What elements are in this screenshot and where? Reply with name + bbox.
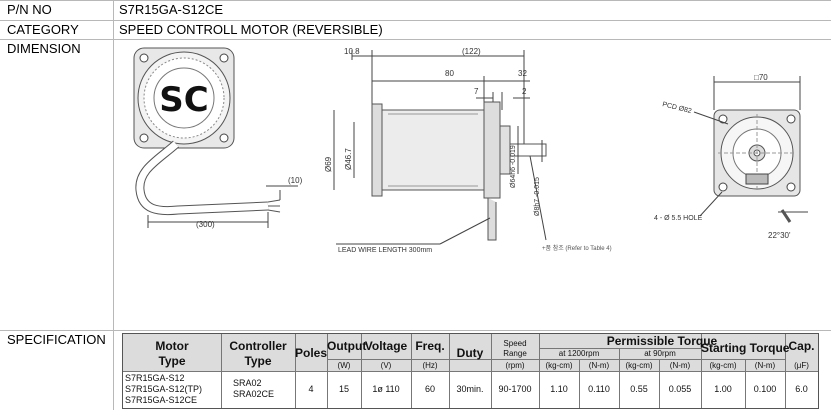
val-t1200-nm: 0.110	[588, 384, 610, 394]
val-output: 15	[338, 384, 349, 394]
val-duty: 30min.	[456, 384, 484, 394]
dim-32: 32	[518, 69, 527, 78]
val-speed: 90-1700	[498, 384, 532, 394]
pcd-label: PCD Ø82	[662, 101, 693, 115]
hdr-kgcm-2: (kg-cm)	[625, 361, 653, 370]
hdr-speed-range: Range	[503, 349, 527, 358]
hdr-poles: Poles	[295, 346, 328, 360]
hdr-nm-1: (N-m)	[588, 361, 610, 370]
val-start-nm: 0.100	[753, 384, 777, 394]
category-value: SPEED CONTROLL MOTOR (REVERSIBLE)	[119, 22, 383, 37]
val-cap: 6.0	[795, 384, 808, 394]
hdr-freq-unit: (Hz)	[422, 361, 438, 370]
dim-10: (10)	[288, 176, 303, 185]
val-poles: 4	[308, 384, 314, 394]
hdr-voltage: Voltage	[364, 339, 408, 353]
dimension-drawing: SC (10) (300)	[133, 47, 808, 254]
hdr-freq: Freq.	[415, 339, 445, 353]
angle-label: 22°30'	[768, 231, 791, 240]
motor-type-3: S7R15GA-S12CE	[125, 395, 198, 405]
motor-type-2: S7R15GA-S12(TP)	[125, 384, 203, 394]
dim-phi64: Ø64h6 -0.019	[510, 145, 517, 188]
pn-value: S7R15GA-S12CE	[119, 2, 224, 17]
hdr-starting-torque: Starting Torque	[701, 341, 790, 355]
lead-wire-note: LEAD WIRE LENGTH 300mm	[338, 247, 432, 254]
hdr-output: Output	[327, 339, 367, 353]
hdr-kgcm-3: (kg-cm)	[709, 361, 737, 370]
grid-line	[113, 0, 114, 410]
val-freq: 60	[424, 384, 435, 394]
dim-phi8: Ø8h7 -0.015	[534, 177, 541, 216]
val-t90-nm: 0.055	[668, 384, 692, 394]
hdr-kgcm-1: (kg-cm)	[545, 361, 573, 370]
val-t1200-kgcm: 1.10	[550, 384, 568, 394]
controller-type-1: SRA02	[233, 378, 262, 388]
dim-2: 2	[522, 87, 527, 96]
hdr-speed-unit: (rpm)	[505, 361, 525, 370]
hdr-nm-2: (N-m)	[669, 361, 691, 370]
hole-label: 4 - Ø 5.5 HOLE	[654, 215, 703, 222]
dim-phi69: Ø69	[324, 156, 333, 172]
hdr-duty: Duty	[456, 346, 484, 360]
hdr-motor: Motor	[155, 339, 189, 353]
dim-7: 7	[474, 87, 479, 96]
hdr-controller: Controller	[229, 339, 287, 353]
motor-front-view	[693, 76, 808, 223]
hdr-cap: Cap.	[788, 339, 815, 353]
hdr-controller-type: Type	[244, 354, 272, 368]
controller-type-2: SRA02CE	[233, 389, 275, 399]
dim-122: (122)	[462, 47, 481, 56]
grid-line	[0, 0, 831, 1]
dim-phi46-7: Ø46.7	[344, 148, 353, 170]
hdr-permissible-torque: Permissible Torque	[606, 334, 718, 348]
dim-80: 80	[445, 69, 454, 78]
hdr-speed: Speed	[503, 339, 527, 348]
dim-10-8: 10.8	[344, 47, 360, 56]
hdr-nm-3: (N-m)	[754, 361, 776, 370]
hdr-voltage-unit: (V)	[380, 361, 392, 370]
hdr-at-90: at 90rpm	[644, 349, 676, 358]
val-voltage: 1ø 110	[372, 384, 400, 394]
motor-side-view	[333, 50, 547, 245]
val-t90-kgcm: 0.55	[630, 384, 648, 394]
category-label: CATEGORY	[7, 22, 79, 37]
grid-line	[0, 330, 831, 331]
specification-label: SPECIFICATION	[7, 332, 106, 347]
pn-label: P/N NO	[7, 2, 52, 17]
dim-300: (300)	[196, 220, 215, 229]
dimension-label: DIMENSION	[7, 41, 81, 56]
specification-table: Motor Type Controller Type Poles Output …	[122, 333, 819, 409]
grid-line	[0, 20, 831, 21]
hdr-at-1200: at 1200rpm	[558, 349, 600, 358]
dim-70: □70	[754, 73, 768, 82]
motor-rear-view	[133, 47, 298, 228]
hdr-motor-type: Type	[158, 354, 186, 368]
sc-logo: SC	[159, 80, 208, 120]
refer-table-note: +품 참조 (Refer to Table 4)	[542, 244, 612, 252]
val-start-kgcm: 1.00	[714, 384, 732, 394]
motor-type-1: S7R15GA-S12	[125, 373, 185, 383]
grid-line	[0, 39, 831, 40]
hdr-output-unit: (W)	[337, 361, 351, 370]
hdr-cap-unit: (μF)	[794, 361, 809, 370]
